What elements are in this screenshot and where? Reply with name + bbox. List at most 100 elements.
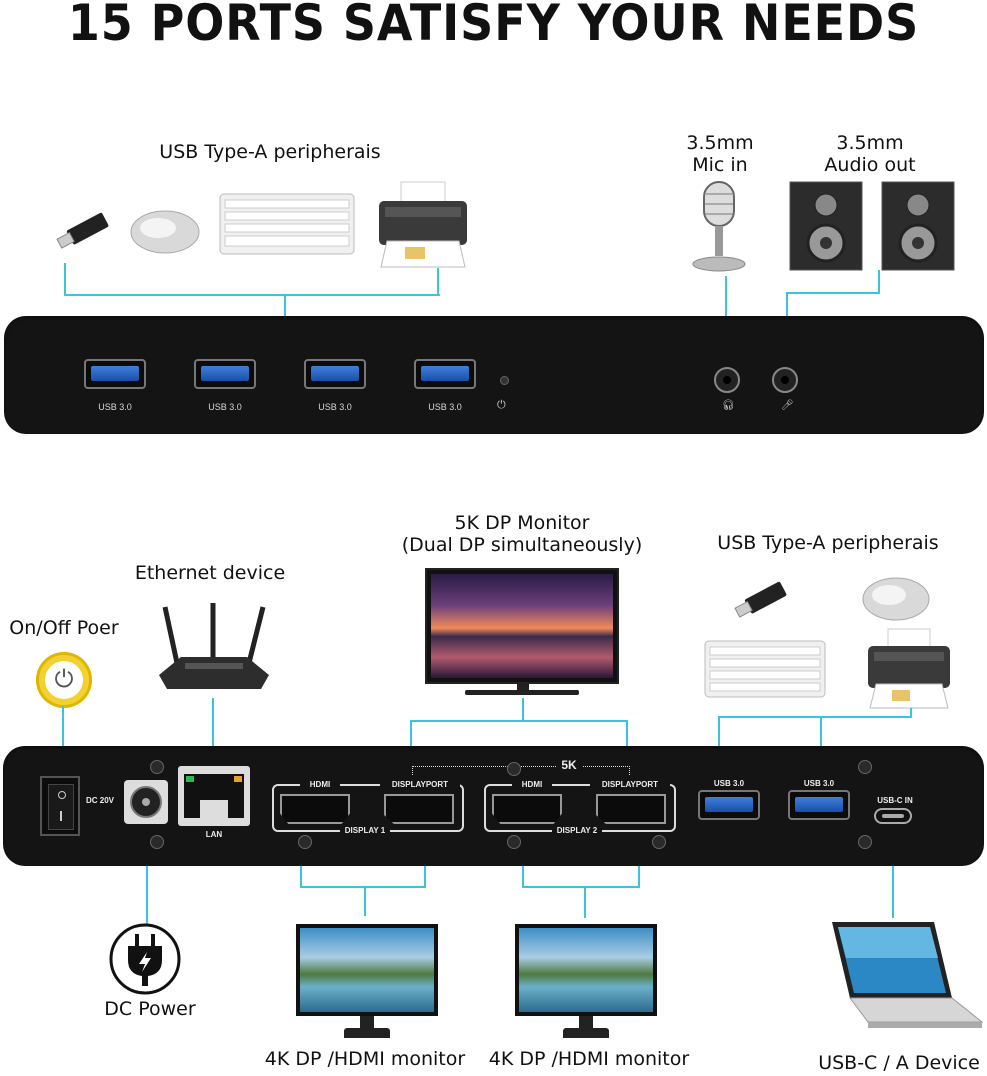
printer-icon xyxy=(379,181,467,268)
5k-bracket xyxy=(412,766,630,775)
hdmi-label: HDMI xyxy=(300,780,340,789)
page-title: 15 PORTS SATISFY YOUR NEEDS xyxy=(67,0,920,52)
connector-line xyxy=(718,716,720,746)
device-label: USB-C / A Device xyxy=(818,1052,980,1074)
5k-label: 5K xyxy=(556,758,582,772)
usb-stick-icon xyxy=(734,581,787,618)
connector-line xyxy=(410,720,412,748)
audio-label-2: Audio out xyxy=(824,154,916,176)
plug-icon xyxy=(109,923,181,995)
usb-port[interactable] xyxy=(304,359,366,389)
usb-port[interactable] xyxy=(84,359,146,389)
microphone-icon xyxy=(692,181,746,272)
power-switch[interactable] xyxy=(40,776,80,836)
dp5k-label-2: (Dual DP simultaneously) xyxy=(401,534,643,556)
mic-small-icon: 🎤︎ xyxy=(781,400,794,411)
display2-label: DISPLAY 2 xyxy=(552,826,602,835)
connector-line xyxy=(820,716,822,746)
power-led xyxy=(500,376,509,385)
connector-line xyxy=(786,292,880,294)
connector-line xyxy=(584,886,586,918)
connector-line xyxy=(878,270,880,294)
mouse-icon xyxy=(130,210,200,254)
connector-line xyxy=(410,720,628,722)
dc-power-label: DC Power xyxy=(104,998,196,1020)
usb-port-label: USB 3.0 xyxy=(208,402,242,412)
connector-line xyxy=(522,866,524,888)
laptop-icon xyxy=(832,922,984,1028)
screw xyxy=(858,835,872,849)
usbc-port[interactable] xyxy=(874,808,912,824)
displayport-2[interactable] xyxy=(596,794,666,824)
connector-line xyxy=(300,866,302,888)
keyboard-icon xyxy=(704,640,826,698)
audio-label-1: 3.5mm xyxy=(836,132,904,154)
router-icon xyxy=(159,603,269,689)
connector-line xyxy=(364,886,366,916)
displayport-label: DISPLAYPORT xyxy=(590,780,670,789)
monitor-stand xyxy=(360,1016,374,1030)
connector-line xyxy=(437,268,439,296)
mic-jack[interactable] xyxy=(714,367,740,393)
hdmi-port-1[interactable] xyxy=(280,794,350,824)
connector-line xyxy=(424,866,426,888)
usbc-label: USB-C IN xyxy=(877,796,913,805)
monitor-base xyxy=(344,1028,390,1038)
audio-jack[interactable] xyxy=(772,367,798,393)
usb-peripherals-label-top: USB Type-A peripherais xyxy=(159,141,381,163)
mic-label-2: Mic in xyxy=(692,154,748,176)
connector-line xyxy=(64,263,66,296)
dp5k-label-1: 5K DP Monitor xyxy=(454,512,590,534)
screw xyxy=(150,835,164,849)
monitor-base xyxy=(465,690,579,695)
connector-line xyxy=(62,706,64,770)
display1-label: DISPLAY 1 xyxy=(340,826,390,835)
connector-line xyxy=(718,716,912,718)
connector-line xyxy=(626,720,628,748)
headphone-icon: 🎧︎ xyxy=(722,400,735,411)
connector-line xyxy=(892,866,894,918)
power-button-icon: ⏻ xyxy=(36,652,92,708)
dock-front-panel xyxy=(4,316,984,434)
dc-jack[interactable] xyxy=(124,780,168,824)
screw xyxy=(298,835,312,849)
ethernet-label: Ethernet device xyxy=(134,562,286,584)
monitor-stand xyxy=(579,1016,593,1030)
usb-port-label: USB 3.0 xyxy=(713,779,745,788)
screw xyxy=(507,835,521,849)
printer-icon xyxy=(868,628,950,709)
usb-port-label: USB 3.0 xyxy=(428,402,462,412)
connector-line xyxy=(146,866,148,928)
screw xyxy=(507,762,521,776)
hdmi-port-2[interactable] xyxy=(492,794,562,824)
lan-port[interactable] xyxy=(178,766,250,826)
mouse-icon xyxy=(862,577,930,621)
displayport-label: DISPLAYPORT xyxy=(380,780,460,789)
monitor-2-icon xyxy=(515,924,657,1016)
usb-port[interactable] xyxy=(414,359,476,389)
monitor-1-icon xyxy=(296,924,438,1016)
mic-label-1: 3.5mm xyxy=(686,132,754,154)
usb-port-label: USB 3.0 xyxy=(98,402,132,412)
usb-stick-icon xyxy=(56,212,109,249)
usb-port[interactable] xyxy=(194,359,256,389)
usb-port[interactable] xyxy=(788,790,850,820)
keyboard-icon xyxy=(219,193,355,255)
displayport-1[interactable] xyxy=(384,794,454,824)
connector-line xyxy=(212,698,214,768)
monitor-stand xyxy=(517,684,529,692)
lan-label: LAN xyxy=(205,830,223,839)
connector-line xyxy=(64,294,440,296)
onoff-label: On/Off Poer xyxy=(9,617,119,639)
screw xyxy=(652,835,666,849)
connector-line xyxy=(522,886,640,888)
monitor-base xyxy=(563,1028,609,1038)
usb-port[interactable] xyxy=(698,790,760,820)
dc-label: DC 20V xyxy=(86,796,115,805)
speakers-icon xyxy=(789,181,955,271)
power-symbol-icon: ⏻ xyxy=(497,399,506,411)
connector-line xyxy=(910,708,912,718)
usb-port-label: USB 3.0 xyxy=(803,779,835,788)
connector-line xyxy=(638,866,640,888)
hdmi-label: HDMI xyxy=(512,780,552,789)
